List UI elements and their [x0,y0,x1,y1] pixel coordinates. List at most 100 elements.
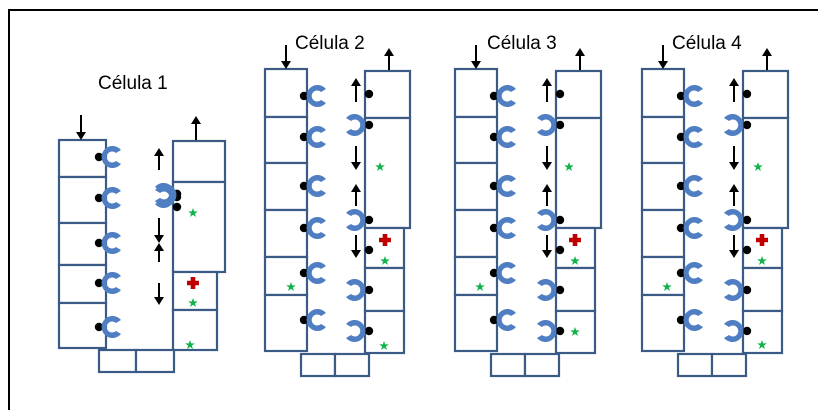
ligand-dot-icon [555,215,565,225]
ligand-dot-icon [555,245,565,255]
cross-marker-icon [569,234,581,246]
ligand-dot-icon [676,315,686,325]
ligand-dot-icon [676,268,686,278]
cell-box [710,352,748,378]
arrow-icon [658,61,668,69]
receptor-icon [306,262,326,284]
arrow-icon [575,48,585,56]
cell-3-group [453,45,603,378]
ligand-dot-icon [555,120,565,130]
receptor-icon [346,320,366,342]
cell-3-title: Célula 3 [487,33,557,54]
cross-marker-icon [187,277,199,290]
ligand-dot-icon [676,181,686,191]
receptor-icon [496,126,516,148]
receptor-icon [724,114,744,136]
cross-marker-icon [756,234,768,246]
arrow-icon [729,184,739,192]
receptor-icon [724,209,744,231]
receptor-icon [346,209,366,231]
ligand-dot-icon [555,285,565,295]
arrow-icon [542,250,552,258]
cell-box [640,293,686,353]
cell-1-title: Célula 1 [98,73,168,94]
ligand-dot-icon [94,152,104,162]
ligand-dot-icon [676,223,686,233]
arrow-icon [542,162,552,170]
receptor-icon [537,279,557,301]
arrow-icon [154,148,164,156]
ligand-dot-icon [742,285,752,295]
receptor-icon [683,126,703,148]
receptor-icon [724,279,744,301]
ligand-dot-icon [742,120,752,130]
receptor-icon [346,279,366,301]
arrow-icon [351,162,361,170]
ligand-dot-icon [742,326,752,336]
receptor-icon [683,262,703,284]
cell-2-group [263,45,412,378]
ligand-dot-icon [676,91,686,101]
cell-box [134,348,176,374]
ligand-dot-icon [489,132,499,142]
cell-2-title: Célula 2 [295,33,365,54]
ligand-dot-icon [299,132,309,142]
arrow-icon [729,78,739,86]
cell-box [640,255,686,297]
cell-1-group [57,115,227,374]
ligand-dot-icon [94,278,104,288]
receptor-icon [346,114,366,136]
cell-box [299,352,337,378]
ligand-dot-icon [364,245,374,255]
ligand-dot-icon [364,89,374,99]
ligand-dot-icon [489,91,499,101]
cell-box [171,308,219,352]
ligand-dot-icon [299,91,309,101]
ligand-dot-icon [742,89,752,99]
cell-box [453,67,499,119]
ligand-dot-icon [364,215,374,225]
ligand-dot-icon [742,215,752,225]
ligand-dot-icon [299,223,309,233]
receptor-icon [306,85,326,107]
cell-box [263,255,309,297]
arrow-icon [154,297,164,305]
arrow-icon [351,250,361,258]
ligand-dot-icon [172,202,182,212]
receptor-icon [537,209,557,231]
cell-box [171,180,227,274]
receptor-icon [306,217,326,239]
arrow-icon [154,243,164,251]
cell-box [453,293,499,353]
ligand-dot-icon [489,268,499,278]
arrow-icon [351,184,361,192]
ligand-dot-icon [489,315,499,325]
cell-box [363,116,412,230]
cell-box [97,348,138,374]
ligand-dot-icon [94,193,104,203]
arrow-icon [542,184,552,192]
cell-box [676,352,714,378]
ligand-dot-icon [364,120,374,130]
ligand-dot-icon [299,268,309,278]
receptor-icon [537,114,557,136]
cell-4-group [640,45,790,378]
arrow-icon [154,235,164,243]
cell-box [554,116,603,230]
cell-box [171,139,227,184]
receptor-icon [496,309,516,331]
cell-box [489,352,527,378]
ligand-dot-icon [94,322,104,332]
cell-box [453,208,499,259]
receptor-icon [724,320,744,342]
receptor-icon [496,262,516,284]
ligand-dot-icon [364,326,374,336]
arrow-icon [281,61,291,69]
ligand-dot-icon [742,245,752,255]
receptor-icon [537,320,557,342]
receptor-icon [306,309,326,331]
cell-box [263,208,309,259]
ligand-dot-icon [555,326,565,336]
